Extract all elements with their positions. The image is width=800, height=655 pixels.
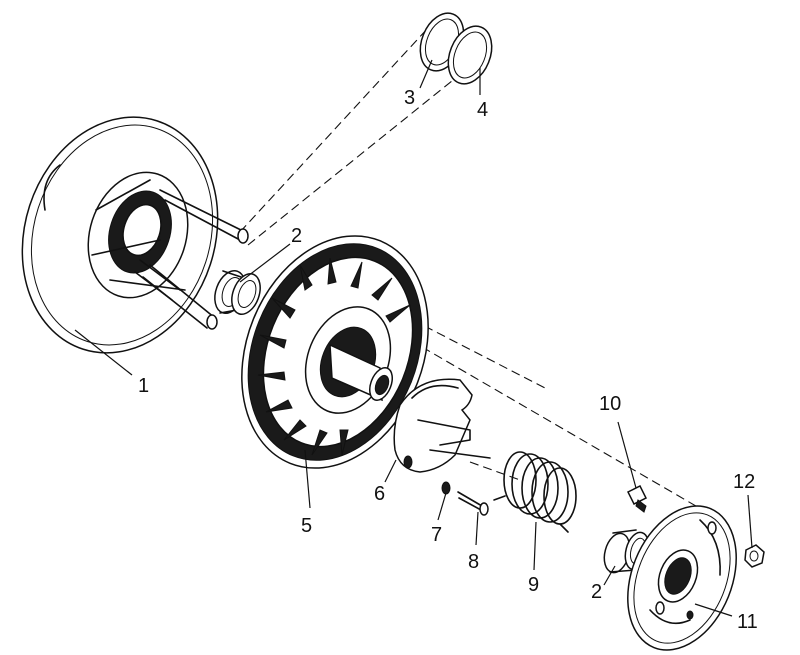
callout-2-lower: 2 bbox=[591, 581, 602, 603]
cover-plate-part bbox=[627, 505, 737, 651]
callout-10: 10 bbox=[599, 393, 621, 415]
part-callouts: 1 2 3 4 5 6 7 8 9 10 2 11 12 bbox=[138, 87, 758, 633]
spring-part bbox=[493, 451, 577, 533]
callout-3: 3 bbox=[404, 87, 415, 109]
callout-2-upper: 2 bbox=[291, 225, 302, 247]
callout-4: 4 bbox=[477, 99, 488, 121]
fixed-sheave-part bbox=[21, 116, 249, 354]
callout-1: 1 bbox=[138, 375, 149, 397]
callout-12: 12 bbox=[733, 471, 755, 493]
roller-part bbox=[441, 481, 451, 495]
callout-8: 8 bbox=[468, 551, 479, 573]
callout-9: 9 bbox=[528, 574, 539, 596]
nut-part bbox=[744, 544, 765, 568]
leader-lines bbox=[74, 59, 753, 617]
callout-7: 7 bbox=[431, 524, 442, 546]
callout-11: 11 bbox=[737, 611, 758, 633]
callout-5: 5 bbox=[301, 515, 312, 537]
washer-part-4 bbox=[447, 25, 493, 85]
sheave-ribs bbox=[257, 257, 411, 456]
pin-part bbox=[457, 491, 489, 516]
bushing-upper-part bbox=[214, 270, 261, 315]
callout-6: 6 bbox=[374, 483, 385, 505]
movable-sheave-part bbox=[241, 235, 429, 469]
cam-bracket-part bbox=[393, 378, 491, 473]
screw-part bbox=[626, 484, 648, 513]
